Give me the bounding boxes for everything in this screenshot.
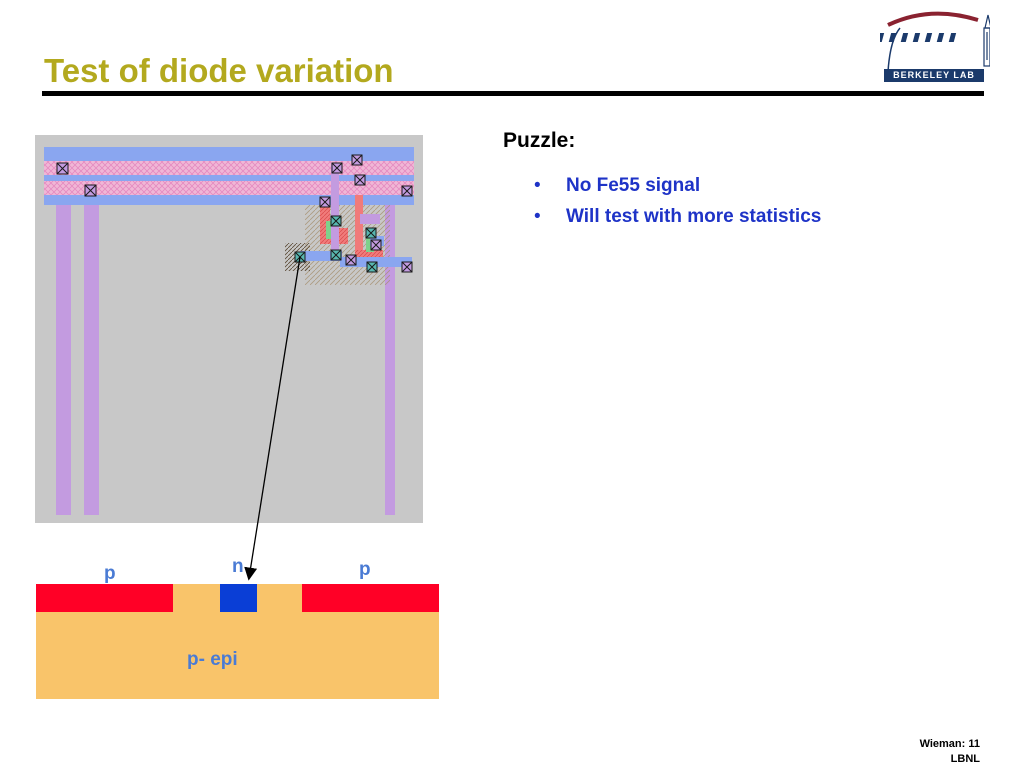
contact bbox=[354, 174, 366, 186]
label-p-right: p bbox=[359, 559, 371, 580]
contact bbox=[370, 239, 382, 251]
p-implant-left bbox=[36, 584, 173, 612]
metal-link bbox=[360, 214, 380, 224]
metal-link bbox=[331, 163, 339, 258]
contact bbox=[56, 162, 69, 175]
transistor-poly bbox=[320, 204, 330, 244]
bullet-marker: • bbox=[534, 175, 541, 196]
poly-rail bbox=[44, 181, 414, 195]
berkeley-lab-logo bbox=[880, 11, 990, 73]
bullet-text: No Fe55 signal bbox=[566, 175, 701, 196]
transistor-poly bbox=[355, 250, 383, 260]
contact bbox=[345, 254, 357, 266]
diode-arrow bbox=[244, 256, 301, 581]
contact bbox=[319, 196, 331, 208]
contact bbox=[365, 227, 377, 239]
contact bbox=[330, 249, 342, 261]
vertical-trace bbox=[385, 147, 395, 515]
footer-org: LBNL bbox=[950, 753, 980, 765]
active-green bbox=[326, 221, 334, 239]
footer-page: Wieman: 11 bbox=[919, 738, 980, 750]
contact bbox=[330, 215, 342, 227]
metal-rail bbox=[44, 175, 414, 181]
label-epi: p- epi bbox=[187, 649, 238, 670]
contact bbox=[401, 185, 413, 197]
contact bbox=[351, 154, 363, 166]
logo-wordmark: BERKELEY LAB bbox=[884, 69, 984, 82]
transistor-poly bbox=[355, 195, 363, 255]
label-p-left: p bbox=[104, 563, 116, 584]
vertical-trace bbox=[84, 147, 99, 515]
contact bbox=[84, 184, 97, 197]
n-implant bbox=[220, 584, 257, 612]
bullet-item: • Will test with more statistics bbox=[534, 206, 821, 228]
puzzle-heading: Puzzle: bbox=[503, 129, 576, 152]
bullet-text: Will test with more statistics bbox=[566, 206, 822, 227]
contact bbox=[331, 162, 343, 174]
contact bbox=[401, 261, 413, 273]
contact bbox=[366, 261, 378, 273]
label-n: n bbox=[232, 556, 244, 577]
metal-rail bbox=[44, 195, 414, 205]
bullet-marker: • bbox=[534, 206, 541, 227]
metal-link bbox=[300, 251, 342, 261]
p-implant-right bbox=[302, 584, 439, 612]
bullet-list: • No Fe55 signal • Will test with more sta… bbox=[534, 175, 821, 237]
vertical-trace bbox=[56, 147, 71, 515]
title-rule bbox=[42, 91, 984, 96]
slide-title: Test of diode variation bbox=[44, 52, 394, 89]
slide-footer: Wieman: 11 LBNL bbox=[920, 737, 980, 767]
poly-rail bbox=[44, 161, 414, 175]
metal-rail bbox=[44, 147, 414, 161]
bullet-item: • No Fe55 signal bbox=[534, 175, 821, 197]
